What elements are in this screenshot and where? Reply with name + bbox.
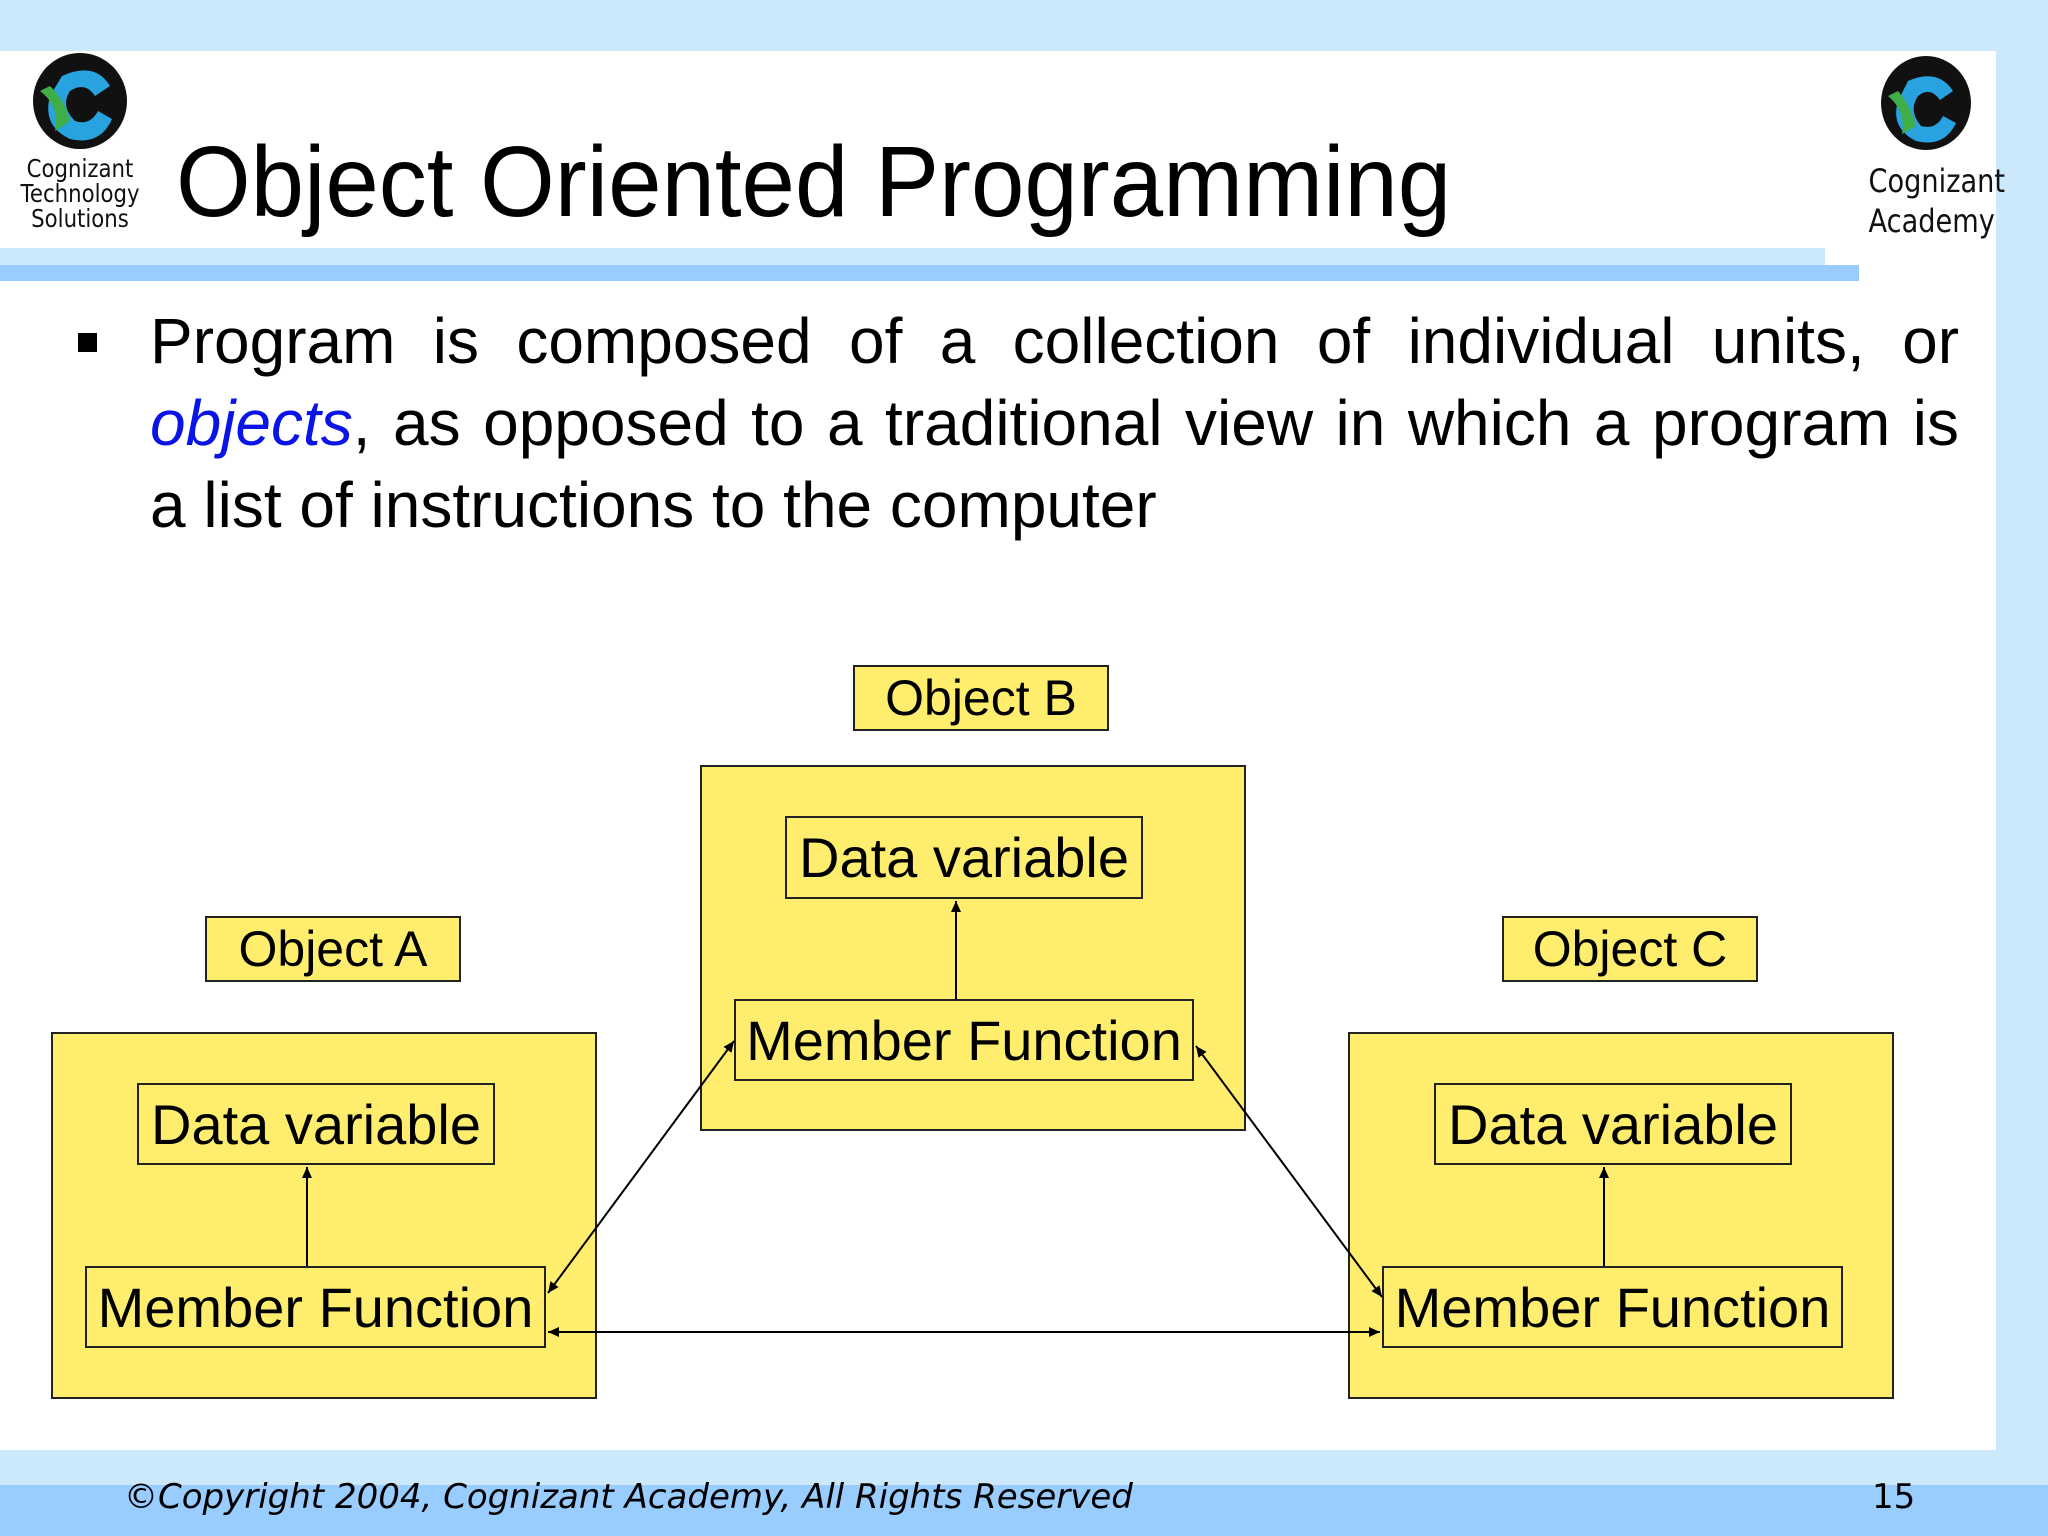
cognizant-academy-logo: Cognizant Academy — [1858, 56, 2006, 241]
logo-text-line: Solutions — [31, 204, 129, 233]
bullet-icon — [78, 333, 97, 352]
footer-band-light — [0, 1450, 2048, 1485]
footer-band — [0, 1485, 2048, 1536]
object-c-label: Object C — [1502, 916, 1758, 982]
logo-text-line: Academy — [1868, 202, 1995, 240]
cognizant-technology-logo: Cognizant Technology Solutions — [10, 51, 150, 231]
bullet-text-end: , as opposed to a traditional view in wh… — [150, 387, 1959, 541]
header-rule-light — [0, 248, 1825, 265]
cognizant-globe-icon — [33, 53, 127, 149]
logo-text-line: Cognizant — [1868, 162, 2006, 200]
object-b-label: Object B — [853, 665, 1109, 731]
object-a-data-variable: Data variable — [137, 1083, 495, 1165]
object-a-label: Object A — [205, 916, 461, 982]
objects-emphasis: objects — [150, 387, 353, 459]
object-a-member-function: Member Function — [85, 1266, 546, 1348]
bullet-text-start: Program is composed of a collection of i… — [150, 305, 1959, 377]
page-title: Object Oriented Programming — [176, 126, 1452, 238]
page-number: 15 — [1872, 1477, 1916, 1517]
object-b-data-variable: Data variable — [785, 816, 1143, 899]
object-b-member-function: Member Function — [734, 999, 1194, 1081]
object-c-data-variable: Data variable — [1434, 1083, 1792, 1165]
object-c-member-function: Member Function — [1382, 1266, 1843, 1348]
logo-text-line: Technology — [20, 179, 140, 208]
copyright-text: ©Copyright 2004, Cognizant Academy, All … — [124, 1477, 1133, 1517]
arrow-b-c-functions — [1195, 1045, 1383, 1298]
bullet-text: Program is composed of a collection of i… — [150, 300, 1959, 546]
logo-text-line: Cognizant — [26, 154, 134, 183]
header-rule-dark — [0, 265, 1859, 281]
arrow-a-b-functions — [547, 1040, 735, 1294]
academy-globe-icon — [1881, 56, 1971, 150]
